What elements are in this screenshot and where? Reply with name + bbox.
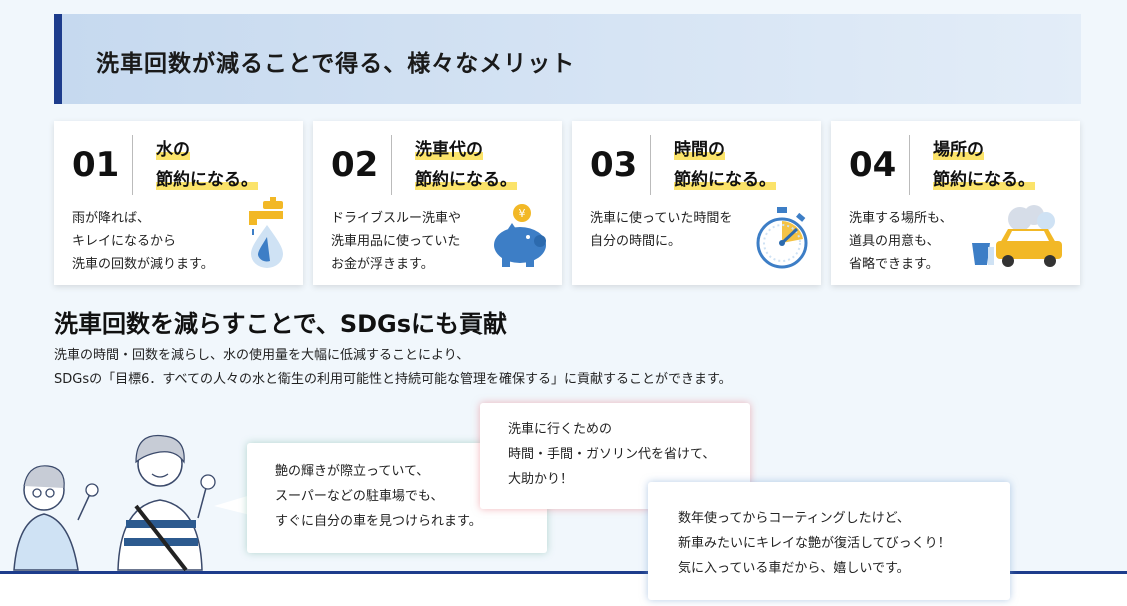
card-number: 03 (590, 145, 638, 185)
card-title: 時間の 節約になる。 (674, 135, 776, 195)
section-header: 洗車回数が減ることで得る、様々なメリット (54, 14, 1081, 104)
card-title: 洗車代の 節約になる。 (415, 135, 517, 195)
card-title: 水の 節約になる。 (156, 135, 258, 195)
card-title-line2: 節約になる。 (156, 170, 258, 190)
piggy-bank-yen-icon: ¥ (488, 203, 552, 273)
benefit-card-water: 01 水の 節約になる。 雨が降れば、 キレイになるから 洗車の回数が減ります。 (54, 121, 303, 285)
card-title-line2: 節約になる。 (933, 170, 1035, 190)
faucet-water-drop-icon (243, 197, 293, 273)
benefit-card-space: 04 場所の 節約になる。 洗車する場所も、 道具の用意も、 省略できます。 (831, 121, 1080, 285)
card-title-line1: 場所の (933, 140, 984, 160)
card-title-line2: 節約になる。 (674, 170, 776, 190)
testimonial-bubble: 艶の輝きが際立っていて、 スーパーなどの駐車場でも、 すぐに自分の車を見つけられ… (247, 443, 547, 553)
card-divider (650, 135, 651, 195)
card-description: 洗車する場所も、 道具の用意も、 省略できます。 (849, 211, 953, 272)
card-number: 02 (331, 145, 379, 185)
card-title-line2: 節約になる。 (415, 170, 517, 190)
footer-divider (0, 571, 1127, 574)
card-number: 04 (849, 145, 897, 185)
card-description: 雨が降れば、 キレイになるから 洗車の回数が減ります。 (72, 211, 214, 272)
card-divider (909, 135, 910, 195)
svg-text:¥: ¥ (519, 207, 526, 220)
card-title: 場所の 節約になる。 (933, 135, 1035, 195)
card-description: 洗車に使っていた時間を 自分の時間に。 (590, 211, 733, 249)
people-illustration (8, 420, 228, 576)
card-title-line1: 時間の (674, 140, 725, 160)
section-title: 洗車回数が減ることで得る、様々なメリット (96, 51, 576, 77)
sdgs-heading: 洗車回数を減らすことで、SDGsにも貢献 (54, 310, 508, 338)
speech-bubble-tail (214, 494, 254, 516)
card-description: ドライブスルー洗車や 洗車用品に使っていた お金が浮きます。 (331, 211, 462, 272)
stopwatch-icon (753, 207, 811, 273)
card-number: 01 (72, 145, 120, 185)
benefit-card-cost: 02 洗車代の 節約になる。 ドライブスルー洗車や 洗車用品に使っていた お金が… (313, 121, 562, 285)
benefit-card-time: 03 時間の 節約になる。 洗車に使っていた時間を 自分の時間に。 (572, 121, 821, 285)
card-divider (391, 135, 392, 195)
card-title-line1: 水の (156, 140, 190, 160)
sdgs-description: 洗車の時間・回数を減らし、水の使用量を大幅に低減することにより、 SDGsの「目… (54, 348, 732, 387)
card-divider (132, 135, 133, 195)
testimonial-bubble: 数年使ってからコーティングしたけど、 新車みたいにキレイな艶が復活してびっくり！… (648, 482, 1010, 600)
card-title-line1: 洗車代の (415, 140, 483, 160)
car-wash-icon (970, 203, 1070, 273)
